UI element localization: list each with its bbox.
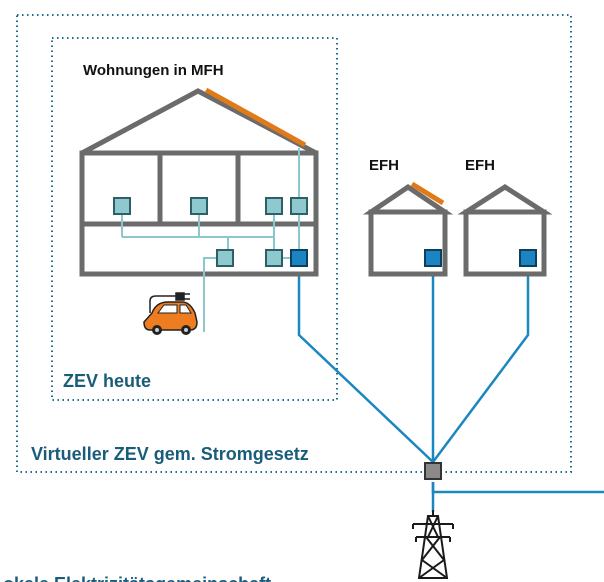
efh-left-label: EFH: [369, 157, 399, 174]
meter-efh-left: [424, 249, 442, 267]
meter-efh-right: [519, 249, 537, 267]
mfh-label: Wohnungen in MFH: [83, 62, 224, 79]
zev-today-boundary: [51, 37, 338, 401]
power-pylon-icon: [412, 510, 454, 579]
grid-junction: [424, 462, 442, 480]
meter-apartment-2: [190, 197, 208, 215]
meter-mfh-main: [290, 249, 308, 267]
meter-apartment-3: [265, 197, 283, 215]
efh-right-label: EFH: [465, 157, 495, 174]
bottom-partial-label: Lokale Elektrizitätsgemeinschaft: [0, 574, 271, 582]
grid-lines: [297, 265, 604, 512]
meter-charging: [216, 249, 234, 267]
meter-apartment-1: [113, 197, 131, 215]
zev-today-label: ZEV heute: [63, 371, 151, 391]
mfh-building: [79, 87, 319, 277]
solar-panel-roof: [204, 87, 307, 148]
virtual-zev-label: Virtueller ZEV gem. Stromgesetz: [31, 444, 309, 464]
charging-plug-icon: [149, 292, 190, 313]
efh-left-building: [362, 181, 454, 277]
meter-apartment-4: [265, 249, 283, 267]
apartment-meters: [113, 197, 308, 267]
efh-right-building: [457, 184, 553, 277]
solar-panel-efh: [410, 181, 445, 206]
meter-solar: [290, 197, 308, 215]
electric-car-icon: [143, 301, 198, 335]
